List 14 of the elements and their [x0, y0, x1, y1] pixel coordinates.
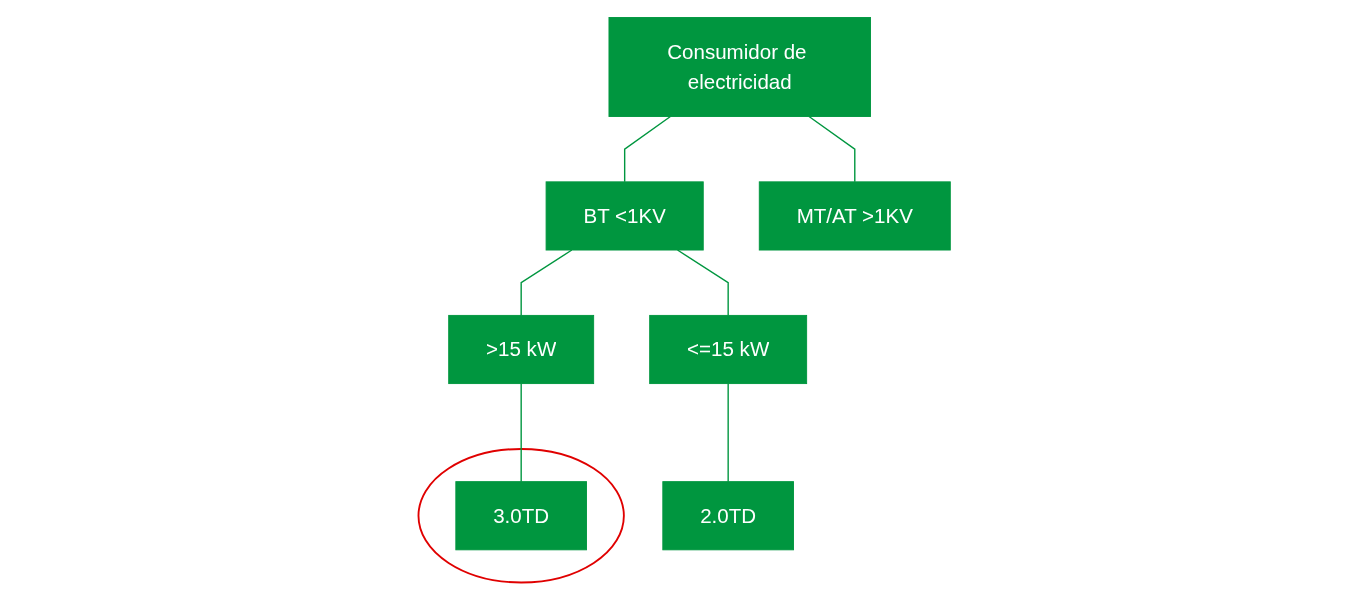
node-box: Consumidor de electricidad — [608, 17, 871, 117]
node-box: 2.0TD — [661, 481, 794, 551]
node-box: 3.0TD — [454, 481, 587, 551]
node-box: >15 kW — [447, 314, 594, 385]
node-box: MT/AT >1KV — [758, 181, 951, 251]
connector — [727, 382, 729, 483]
connector — [623, 115, 671, 183]
connector — [520, 382, 522, 483]
node-box: <=15 kW — [648, 314, 807, 385]
connector — [520, 249, 573, 317]
cluster — [417, 448, 625, 584]
node-box: BT <1KV — [545, 181, 704, 251]
connector — [676, 249, 729, 317]
connector — [807, 115, 856, 183]
